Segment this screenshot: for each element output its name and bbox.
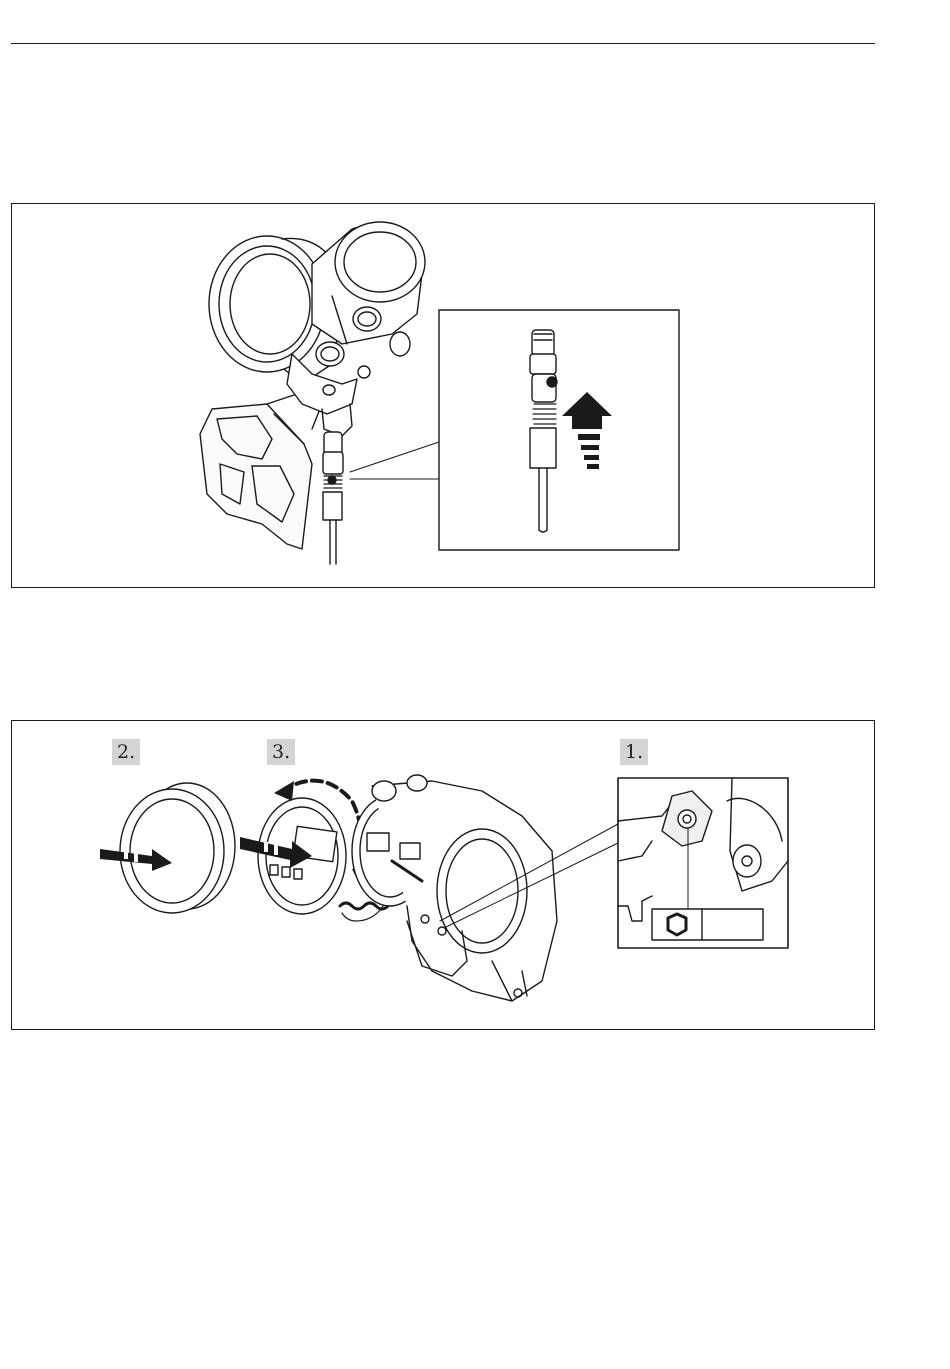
detail-inset [439, 310, 679, 550]
figure-disconnect-plug [11, 203, 875, 588]
plug-connector [323, 432, 343, 564]
housing-disassembly-illustration [12, 721, 874, 1029]
device-plug-illustration [12, 204, 874, 587]
housing-cover [100, 783, 235, 913]
figure-open-housing-steps: 2. 3. 1. [11, 720, 875, 1030]
housing [209, 222, 425, 436]
header-rule [11, 43, 875, 44]
locking-screw-detail [618, 778, 788, 948]
mounting-bracket [200, 389, 322, 549]
